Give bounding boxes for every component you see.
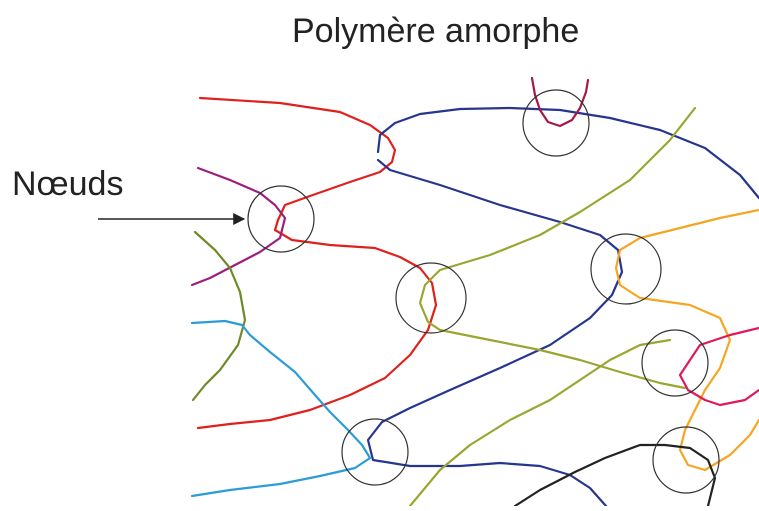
polymer-chain-navy-upper <box>376 106 759 200</box>
node-label: Nœuds <box>12 165 124 203</box>
polymer-chain-magenta <box>678 326 759 407</box>
polymer-chain-maroon-loop <box>530 76 590 128</box>
node-circle-7 <box>652 426 720 494</box>
polymer-chain-black <box>513 443 717 508</box>
polymer-chain-navy-diagonal <box>366 158 624 508</box>
node-circle-1 <box>247 185 315 253</box>
polymer-chain-olive-long <box>418 106 697 390</box>
polymer-chain-red-top <box>196 96 438 430</box>
polymer-chain-orange <box>614 208 759 472</box>
polymer-chain-green <box>191 230 247 402</box>
node-circle-5 <box>641 329 709 397</box>
diagram-title: Polymère amorphe <box>292 12 580 50</box>
node-circle-2 <box>522 89 590 157</box>
node-circle-3 <box>395 262 467 334</box>
polymer-chain-purple <box>190 166 287 287</box>
node-circle-6 <box>341 418 409 486</box>
node-circle-4 <box>590 233 662 305</box>
polymer-chain-blue <box>190 319 372 498</box>
polymer-chain-olive-lower <box>408 338 672 508</box>
